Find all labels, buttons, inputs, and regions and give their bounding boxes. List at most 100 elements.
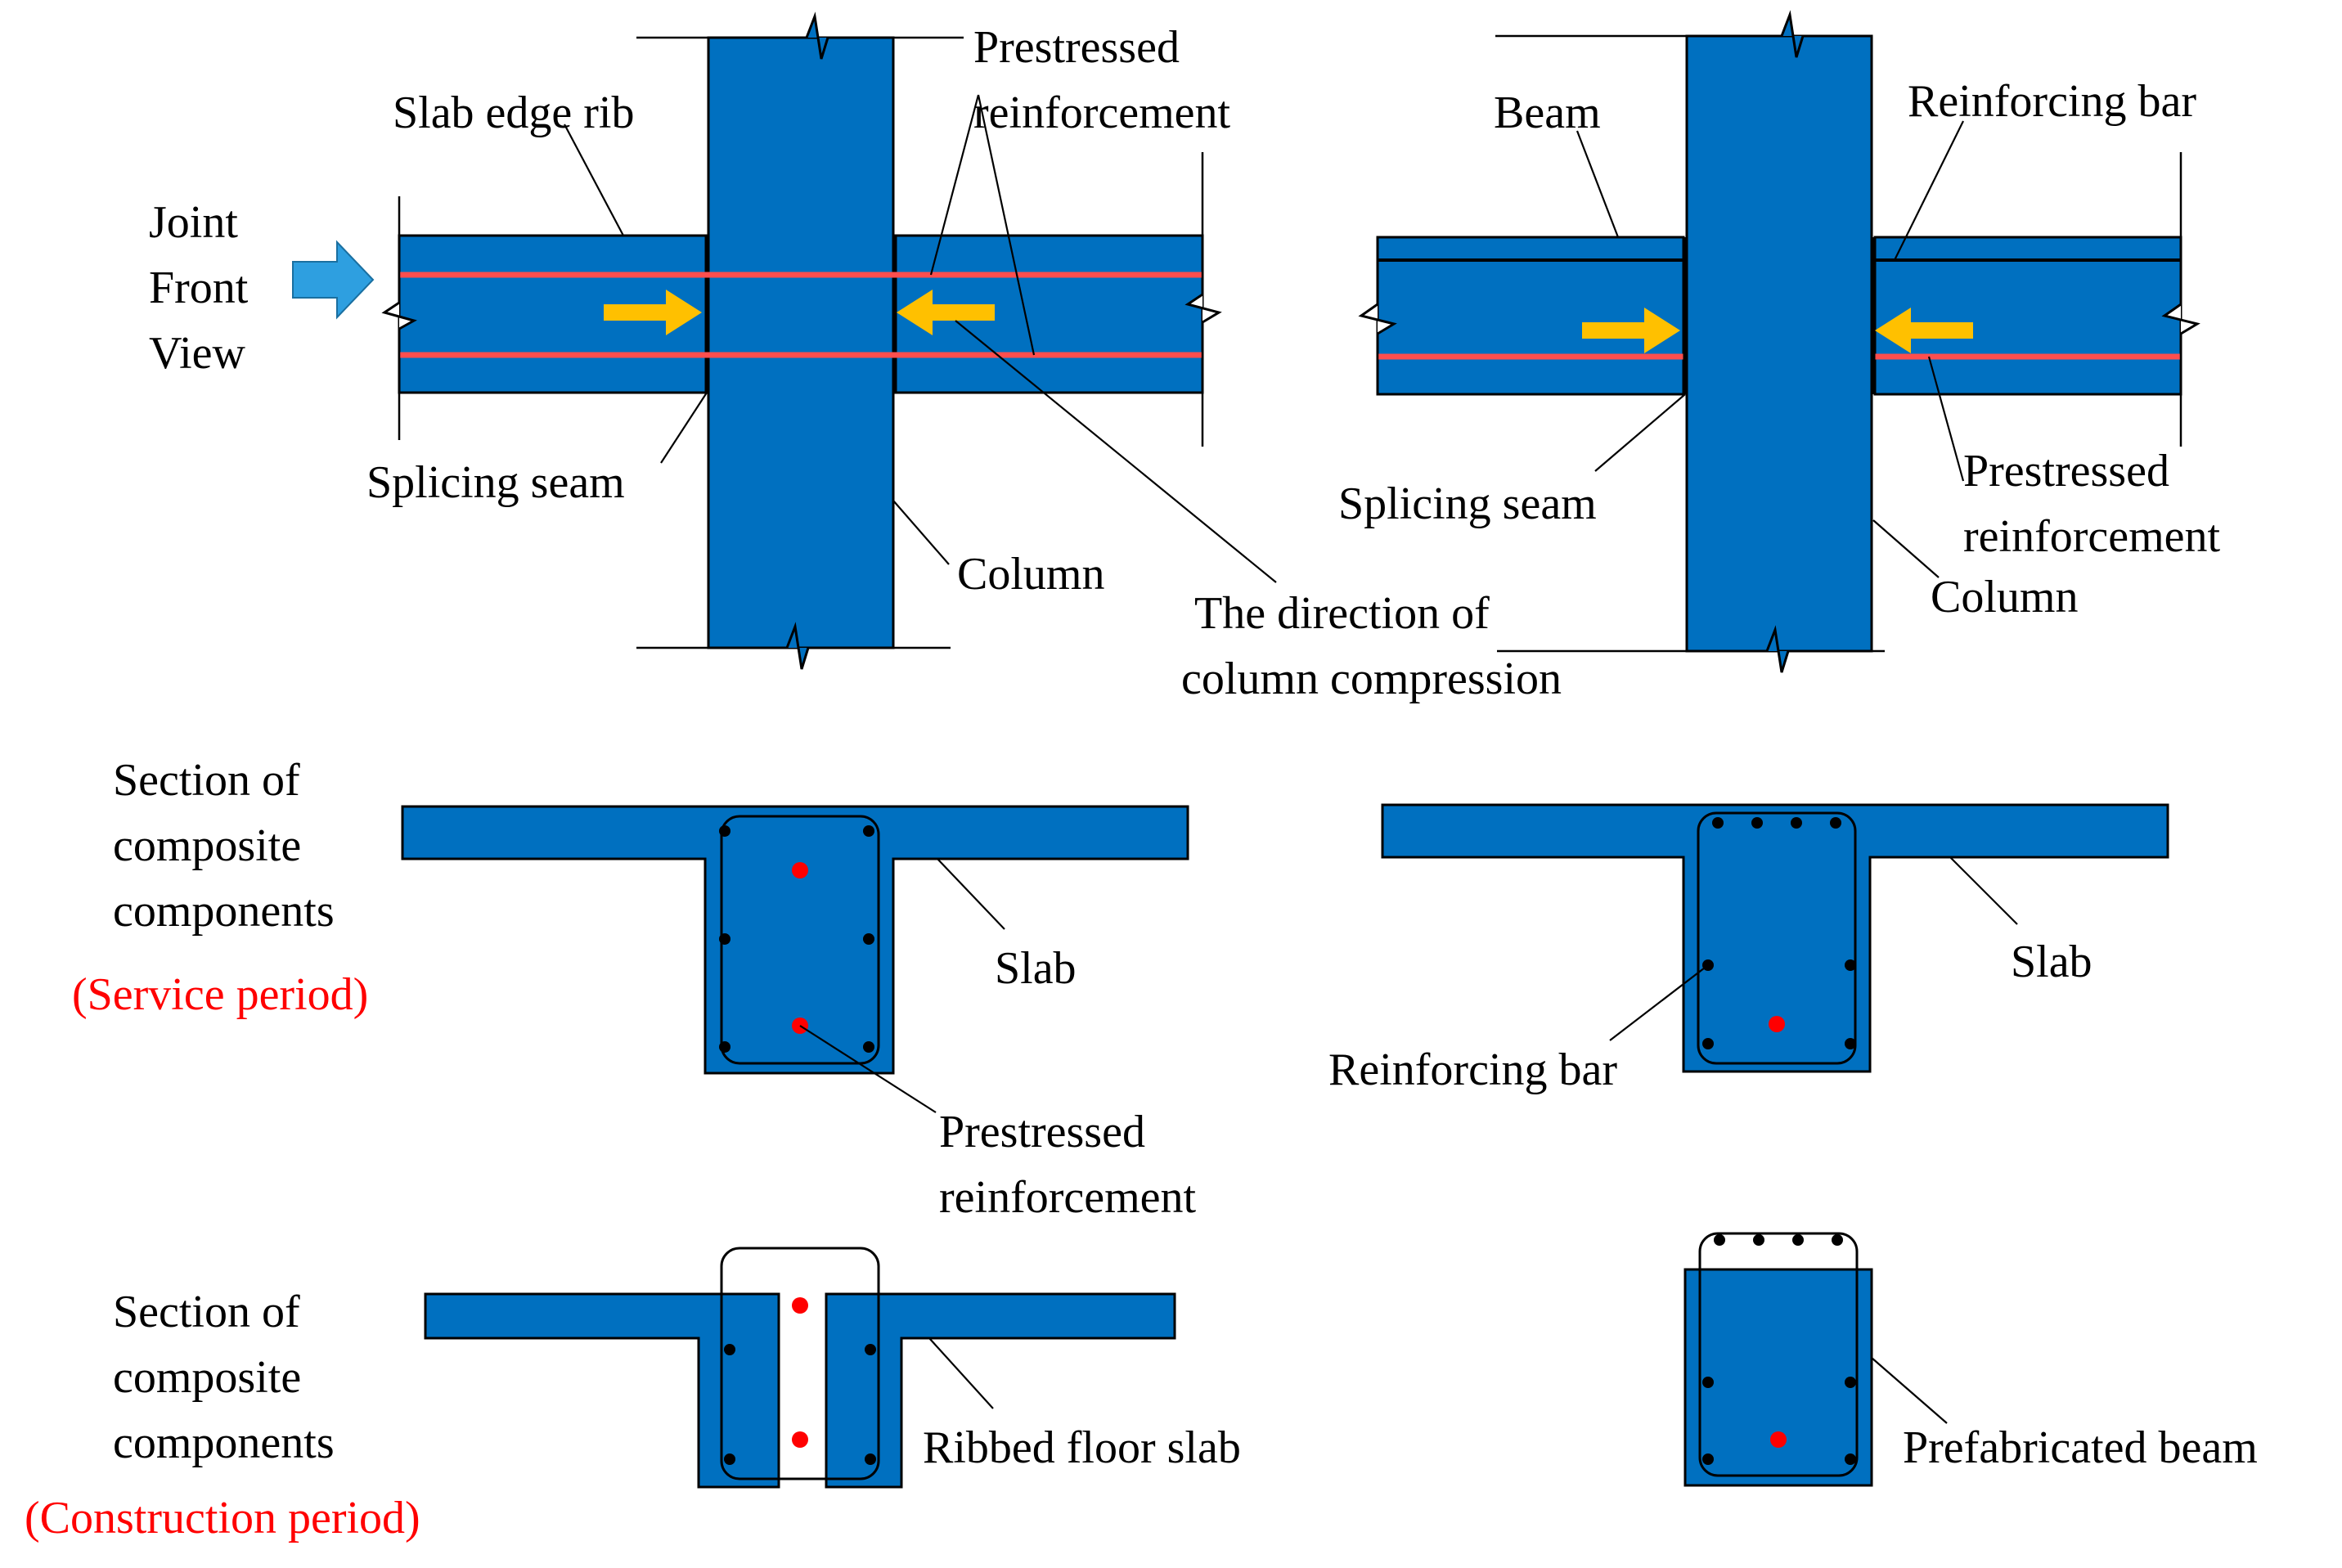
rebar-dot [1792, 1234, 1804, 1246]
rebar-dot [1791, 817, 1802, 829]
slab-label-left: Slab [995, 943, 1077, 994]
construction-section-label-line3: components [113, 1417, 335, 1468]
rebar-dot [719, 825, 730, 837]
leader-column [1872, 519, 1940, 578]
prestressed-label-line2: reinforcement [939, 1172, 1196, 1223]
ribbed-slab-left-half [424, 1292, 780, 1489]
rebar-dot [1845, 1453, 1856, 1465]
slab-edge-rib-label: Slab edge rib [393, 88, 634, 138]
construction-period-label: (Construction period) [25, 1493, 420, 1543]
service-t-section-slab-rib [401, 805, 1189, 1075]
column [707, 36, 895, 649]
rebar-dot [1753, 1234, 1764, 1246]
leader-reinforcing-bar [1609, 964, 1709, 1041]
column [1685, 34, 1873, 653]
compression-arrow-left-icon [1875, 308, 1973, 353]
leader-prestressed [799, 1025, 937, 1113]
leader-ribbed-floor-slab [928, 1337, 994, 1409]
rebar-dot [863, 933, 874, 945]
rebar-dot [863, 825, 874, 837]
ribbed-slab-right-half [825, 1292, 1176, 1489]
column-bottom-break-symbol [1765, 625, 1790, 673]
rebar-dot [1832, 1234, 1843, 1246]
rebar-dot [1751, 817, 1763, 829]
beam-right [1873, 236, 2182, 396]
rebar-dot [1845, 959, 1856, 971]
slab-label-right: Slab [2011, 937, 2093, 987]
right-joint: Beam Reinforcing bar Splicing seam Prest… [1338, 10, 2220, 673]
slab-right-break-symbol [1184, 293, 1222, 324]
rebar-dot [865, 1344, 876, 1355]
direction-label-line2: column compression [1181, 654, 1562, 704]
rebar-dot [865, 1453, 876, 1465]
service-period-label: (Service period) [72, 969, 368, 1020]
column-bottom-break-symbol [785, 622, 810, 670]
construction-stirrup [720, 1247, 880, 1480]
beam-right-break-symbol [2161, 303, 2200, 335]
direction-label-line1: The direction of [1194, 588, 1490, 639]
rebar-dot [719, 933, 730, 945]
prestressed-tendon-dot [1769, 1016, 1785, 1032]
prestressed-label-line1: Prestressed [1963, 446, 2169, 496]
leader-slab-right [1949, 856, 2018, 925]
ribbed-floor-slab-label: Ribbed floor slab [923, 1422, 1241, 1473]
splicing-seam-label: Splicing seam [1338, 478, 1597, 529]
leader-prefabricated-beam [1871, 1357, 1948, 1424]
left-joint: Joint Front View Slab edge rib Prestress… [149, 11, 1562, 704]
rebar-dot [719, 1041, 730, 1053]
reinforcing-bar-label: Reinforcing bar [1908, 76, 2196, 127]
prefabricated-beam-label: Prefabricated beam [1903, 1422, 2258, 1473]
rebar-dot [1714, 1234, 1725, 1246]
leader-column [892, 500, 950, 565]
leader-slab [937, 858, 1005, 930]
column-label: Column [1931, 572, 2078, 622]
construction-section-label-line1: Section of [113, 1287, 300, 1337]
leader-prestressed-lower [977, 94, 1036, 356]
leader-slab-edge-rib [564, 124, 624, 236]
compression-arrow-right-icon [604, 290, 702, 335]
prestressed-tendon-dot [792, 1297, 808, 1314]
reinforcing-bar-label: Reinforcing bar [1328, 1045, 1617, 1095]
leader-beam [1576, 130, 1620, 238]
service-stirrup-right [1697, 811, 1857, 1065]
prestressed-tendon-dot [792, 862, 808, 878]
column-top-break-symbol [805, 11, 829, 60]
prestressed-label-line2: reinforcement [973, 88, 1230, 138]
column-label: Column [957, 549, 1104, 600]
rebar-dot [863, 1041, 874, 1053]
compression-arrow-left-icon [897, 290, 995, 335]
prefab-stirrup [1698, 1232, 1859, 1477]
beam-left-break-symbol [1358, 303, 1397, 335]
leader-prestressed-upper [929, 94, 980, 276]
prefabricated-beam [1683, 1268, 1873, 1487]
prestressed-tendon-dot [792, 1431, 808, 1448]
beam-label: Beam [1494, 88, 1601, 138]
rebar-dot [724, 1453, 735, 1465]
rebar-dot [1702, 1377, 1714, 1388]
rebar-dot [1702, 1038, 1714, 1049]
rebar-dot [1845, 1038, 1856, 1049]
joint-front-view-arrow-icon [292, 240, 375, 320]
leader-splicing-seam [660, 392, 708, 464]
joint-view-label-line3: View [149, 328, 245, 379]
splicing-seam-label: Splicing seam [366, 457, 625, 508]
joint-view-label-line1: Joint [149, 197, 238, 248]
construction-period-sections: Section of composite components (Constru… [25, 1232, 2258, 1543]
rebar-dot [1845, 1377, 1856, 1388]
leader-reinforcing-bar [1894, 120, 1964, 261]
rebar-dot [1712, 817, 1724, 829]
service-section-label-line2: composite [113, 820, 301, 871]
prestressed-label-line1: Prestressed [939, 1107, 1145, 1157]
leader-direction-of-compression [955, 320, 1277, 583]
leader-prestressed [1927, 356, 1965, 482]
service-section-label-line1: Section of [113, 755, 300, 806]
compression-arrow-right-icon [1582, 308, 1680, 353]
joint-view-label-line2: Front [149, 263, 249, 313]
rebar-dot [1702, 1453, 1714, 1465]
prestressed-tendon-dot [1770, 1431, 1787, 1448]
rebar-dot [724, 1344, 735, 1355]
beam-left [1376, 236, 1685, 396]
service-section-label-line3: components [113, 886, 335, 937]
